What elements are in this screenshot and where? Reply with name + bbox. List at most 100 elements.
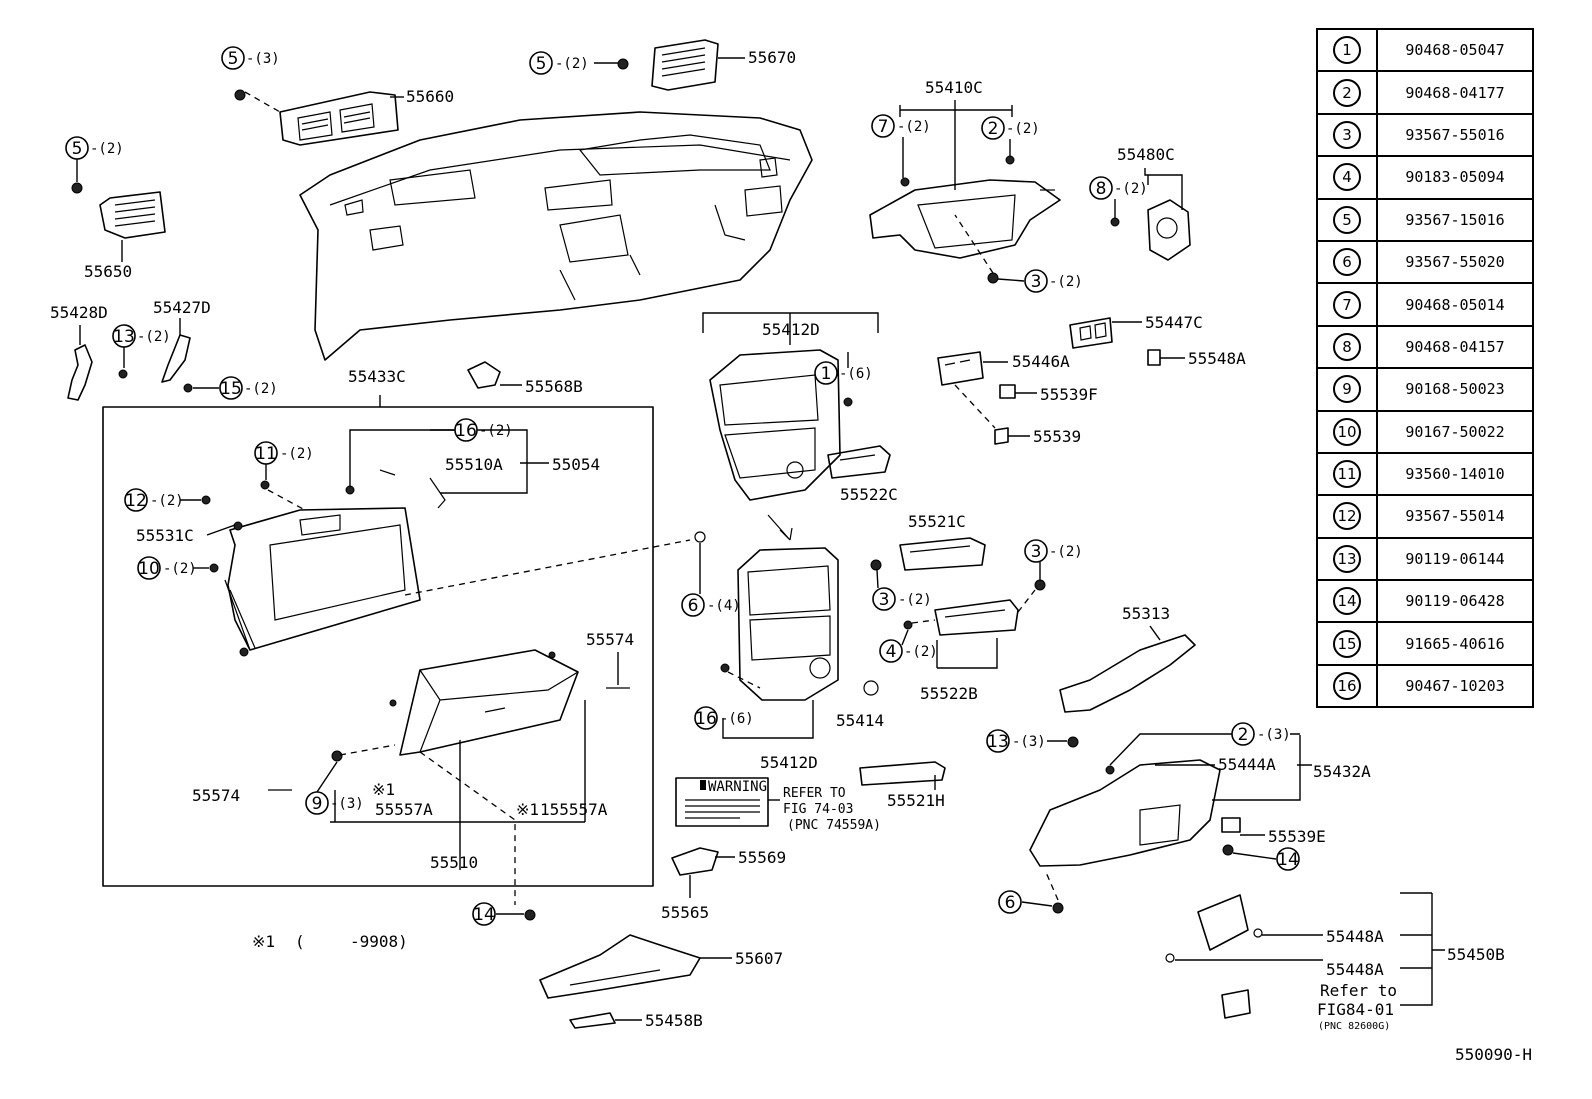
svg-text:3: 3 [879,590,890,610]
refer-to-label: REFER TO [783,786,846,801]
part-55569-drawing [671,847,719,876]
callout-9: 9 -(3) [305,761,364,815]
legend-key: 14 [1333,587,1361,616]
callout-4: 4 -(2) [879,619,938,663]
svg-text:5: 5 [536,54,547,74]
bracket-55427D-drawing [118,334,193,393]
svg-text:10: 10 [138,559,160,579]
refer-fig84-line2: FIG84-01 [1317,1000,1394,1019]
svg-text:14: 14 [473,905,495,925]
part-label-55539E: 55539E [1268,827,1326,846]
part-55522C-drawing [827,445,891,479]
lower-panel-55432A-drawing [1029,759,1241,914]
legend-key: 5 [1333,205,1361,234]
svg-text:-(2): -(2) [244,381,278,397]
part-label-55448A-upper: 55448A [1326,927,1384,946]
part-label-55548A: 55548A [1188,349,1246,368]
part-label-55427D: 55427D [153,298,211,317]
legend-key-cell: 10 [1316,409,1378,454]
legend-key: 4 [1333,163,1361,192]
svg-text:8: 8 [1096,179,1107,199]
part-55313-drawing [1059,634,1196,748]
part-label-55510: 55510 [430,853,478,872]
legend-key-cell: 9 [1316,367,1378,412]
svg-text:-(2): -(2) [137,329,171,345]
switch-55480C-drawing [1110,199,1191,261]
glovebox-door-55433C-drawing [201,469,446,657]
footnote-mark: ※1 [252,932,275,951]
callout-15: 15 -(2) [193,376,278,400]
part-55607-drawing [539,934,701,999]
svg-text:16: 16 [455,421,477,441]
svg-text:-(2): -(2) [280,446,314,462]
part-label-55428D: 55428D [50,303,108,322]
part-label-55531C: 55531C [136,526,194,545]
callouts: 5 -(3) 5 -(2) 5 -(2) 7 -(2) 2 -(2) [65,46,1300,926]
svg-text:3: 3 [1031,542,1042,562]
part-55521C-drawing [870,537,986,571]
legend-key: 1 [1333,36,1361,65]
callout-10: 10 -(2) [137,556,209,580]
part-label-55410C: 55410C [925,78,983,97]
part-label-55313: 55313 [1122,604,1170,623]
svg-text:15: 15 [220,379,242,399]
callout-14-glovebox: 14 [472,902,524,926]
legend-part-number: 93567-55016 [1376,112,1534,158]
svg-text:4: 4 [886,642,897,662]
legend-part-number: 90468-05047 [1376,27,1534,73]
legend-key-cell: 16 [1316,663,1378,709]
part-label-55522C: 55522C [840,485,898,504]
svg-text:-(2): -(2) [1049,544,1083,560]
callout-16-qty2: 16 -(2) [454,418,513,442]
svg-text:5: 5 [72,139,83,159]
legend-key: 16 [1333,672,1361,701]
part-label-55607: 55607 [735,949,783,968]
refer-fig84-line1: Refer to [1320,981,1397,1000]
legend-part-number: 90167-50022 [1376,409,1534,454]
part-label-55521H: 55521H [887,791,945,810]
part-55548A-drawing [1147,349,1161,366]
legend-key: 3 [1333,120,1361,149]
refer-pnc-label: (PNC 74559A) [787,818,881,833]
legend-key: 2 [1333,78,1361,107]
svg-text:-(2): -(2) [163,561,197,577]
part-label-155557A: 155557A [540,800,608,819]
part-label-55522B: 55522B [920,684,978,703]
svg-text:16: 16 [695,709,717,729]
svg-text:6: 6 [1005,893,1016,913]
legend-key-cell: 5 [1316,197,1378,242]
part-label-55568B: 55568B [525,377,583,396]
part-55522B-drawing [903,579,1046,636]
legend-part-number: 93567-55020 [1376,239,1534,285]
part-55458B-drawing [569,1012,616,1029]
legend-part-number: 91665-40616 [1376,621,1534,666]
part-label-55480C: 55480C [1117,145,1175,164]
footnote-open: ( [295,932,305,951]
center-panel-55412D-lower-drawing [720,547,839,701]
svg-text:6: 6 [688,596,699,616]
legend-part-number: 93567-55014 [1376,494,1534,539]
legend-part-number: 90468-05014 [1376,282,1534,327]
part-label-55574-upper: 55574 [586,630,634,649]
callout-6-qty4: 6 -(4) [681,543,741,617]
legend-row: 3 93567-55016 [1316,112,1534,158]
screw-icon [234,89,246,101]
part-label-55447C: 55447C [1145,313,1203,332]
callout-5-qty2-top: 5 -(2) [529,51,618,75]
svg-text:-(2): -(2) [1114,181,1148,197]
part-55568B-drawing [467,361,501,389]
center-panel-55412D-upper-drawing [709,349,853,501]
legend-key: 10 [1333,417,1361,446]
legend-key-cell: 6 [1316,239,1378,285]
part-label-55432A: 55432A [1313,762,1371,781]
callout-3-qty2-cluster: 3 -(2) [954,214,1083,293]
part-label-55433C: 55433C [348,367,406,386]
